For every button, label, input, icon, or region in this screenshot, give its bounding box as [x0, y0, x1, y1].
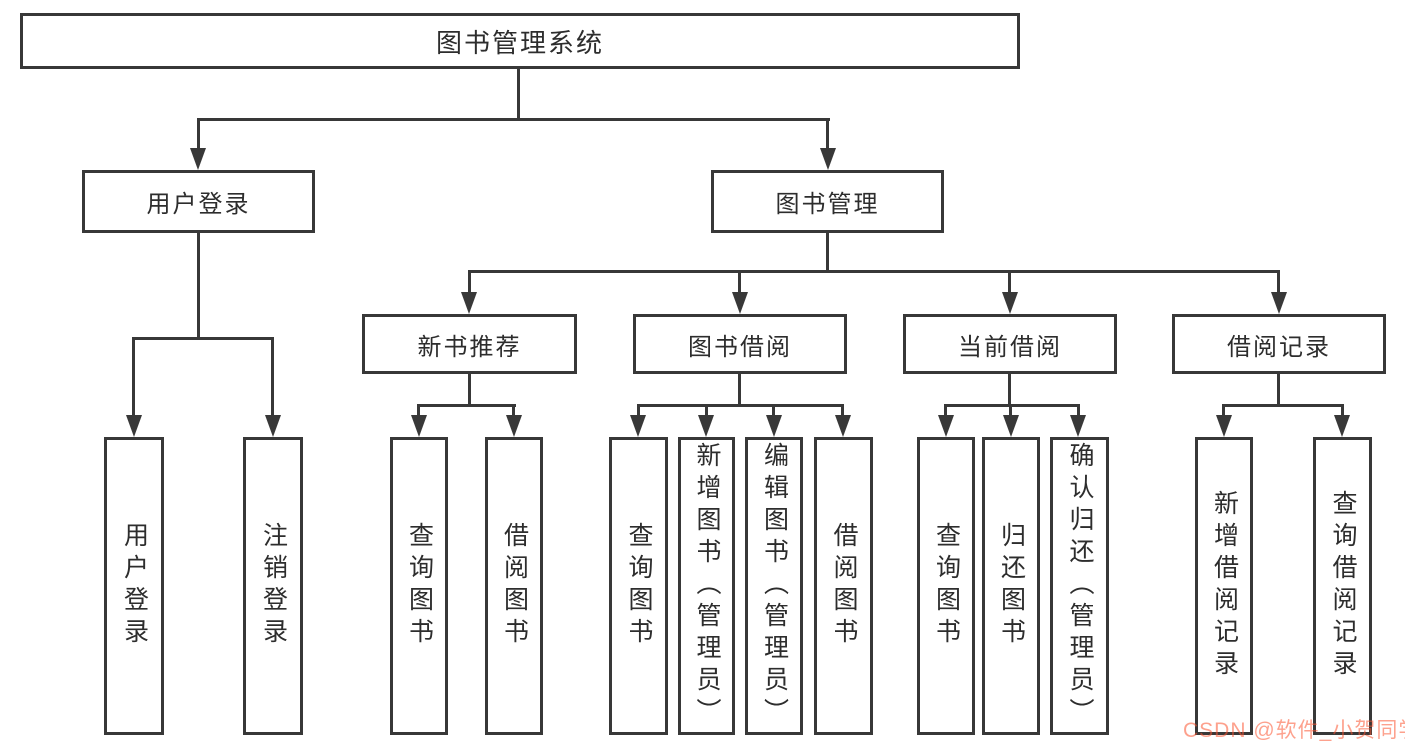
node-book-management: 图书管理	[711, 170, 944, 233]
connector-line	[1008, 374, 1011, 406]
leaf-user-login-label: 用户登录	[120, 522, 149, 650]
arrow-down-icon	[190, 148, 206, 170]
leaf-logout-label: 注销登录	[259, 522, 288, 650]
arrow-down-icon	[411, 415, 427, 437]
arrow-down-icon	[1216, 415, 1232, 437]
arrow-down-icon	[732, 292, 748, 314]
arrow-down-icon	[1002, 292, 1018, 314]
leaf-user-login: 用户登录	[104, 437, 164, 735]
arrow-down-icon	[820, 148, 836, 170]
leaf-logout: 注销登录	[243, 437, 303, 735]
leaf-confirm-return-admin-label: 确认归还（管理员）	[1066, 442, 1094, 730]
node-book-management-label: 图书管理	[775, 191, 880, 218]
connector-line	[132, 337, 135, 419]
node-current-borrowing-label: 当前借阅	[958, 333, 1062, 361]
node-user-login-branch: 用户登录	[82, 170, 315, 233]
leaf-edit-book-admin: 编辑图书（管理员）	[745, 437, 803, 735]
leaf-query-borrow-record-label: 查询借阅记录	[1329, 490, 1357, 682]
leaf-add-book-admin-label: 新增图书（管理员）	[693, 442, 721, 730]
leaf-query-books-borrowing-label: 查询图书	[625, 522, 653, 650]
leaf-borrow-books-borrowing-label: 借阅图书	[830, 522, 858, 650]
arrow-down-icon	[766, 415, 782, 437]
leaf-return-books: 归还图书	[982, 437, 1040, 735]
connector-line	[271, 337, 274, 419]
arrow-down-icon	[835, 415, 851, 437]
leaf-return-books-label: 归还图书	[997, 522, 1026, 650]
leaf-add-borrow-record-label: 新增借阅记录	[1210, 490, 1239, 682]
leaf-borrow-books-recommend-label: 借阅图书	[500, 522, 529, 650]
leaf-query-books-recommend-label: 查询图书	[405, 522, 434, 650]
connector-line	[468, 374, 471, 406]
connector-line	[197, 118, 830, 121]
node-current-borrowing: 当前借阅	[903, 314, 1117, 374]
connector-line	[841, 404, 844, 420]
node-new-book-recommend: 新书推荐	[362, 314, 577, 374]
leaf-query-books-current-label: 查询图书	[932, 522, 961, 650]
node-new-book-recommend-label: 新书推荐	[417, 333, 522, 361]
node-book-borrowing-label: 图书借阅	[688, 333, 792, 361]
connector-line	[1222, 404, 1344, 407]
arrow-down-icon	[126, 415, 142, 437]
arrow-down-icon	[630, 415, 646, 437]
arrow-down-icon	[698, 415, 714, 437]
connector-line	[944, 404, 947, 420]
connector-line	[772, 404, 775, 420]
connector-line	[1277, 270, 1280, 296]
connector-line	[1222, 404, 1225, 420]
arrow-down-icon	[1003, 415, 1019, 437]
connector-line	[197, 118, 200, 152]
leaf-edit-book-admin-label: 编辑图书（管理员）	[760, 442, 789, 730]
leaf-query-books-borrowing: 查询图书	[609, 437, 668, 735]
connector-line	[637, 404, 640, 420]
leaf-add-borrow-record: 新增借阅记录	[1195, 437, 1253, 735]
connector-line	[517, 68, 520, 120]
arrow-down-icon	[1271, 292, 1287, 314]
leaf-confirm-return-admin: 确认归还（管理员）	[1050, 437, 1109, 735]
connector-line	[944, 404, 1080, 407]
node-borrowing-records-label: 借阅记录	[1227, 333, 1331, 361]
connector-line	[417, 404, 420, 420]
leaf-query-books-recommend: 查询图书	[390, 437, 448, 735]
arrow-down-icon	[461, 292, 477, 314]
connector-line	[132, 337, 274, 340]
connector-line	[1077, 404, 1080, 420]
arrow-down-icon	[506, 415, 522, 437]
connector-line	[1008, 270, 1011, 296]
connector-line	[1009, 404, 1012, 420]
arrow-down-icon	[1070, 415, 1086, 437]
node-library-system-label: 图书管理系统	[435, 27, 604, 58]
leaf-add-book-admin: 新增图书（管理员）	[678, 437, 735, 735]
connector-line	[417, 404, 516, 407]
leaf-query-books-current: 查询图书	[917, 437, 975, 735]
node-borrowing-records: 借阅记录	[1172, 314, 1386, 374]
connector-line	[1277, 374, 1280, 406]
connector-line	[826, 118, 829, 152]
connector-line	[468, 270, 471, 296]
node-user-login-branch-label: 用户登录	[146, 191, 251, 218]
leaf-borrow-books-borrowing: 借阅图书	[814, 437, 873, 735]
connector-line	[637, 404, 844, 407]
connector-line	[826, 233, 829, 272]
connector-line	[468, 270, 1280, 273]
connector-line	[738, 270, 741, 296]
connector-line	[1341, 404, 1344, 420]
connector-line	[738, 374, 741, 406]
watermark: CSDN @软件_小贺同学	[1183, 719, 1405, 742]
arrow-down-icon	[938, 415, 954, 437]
connector-line	[197, 233, 200, 339]
node-library-system: 图书管理系统	[20, 13, 1020, 69]
arrow-down-icon	[265, 415, 281, 437]
connector-line	[705, 404, 708, 420]
leaf-borrow-books-recommend: 借阅图书	[485, 437, 543, 735]
leaf-query-borrow-record: 查询借阅记录	[1313, 437, 1372, 735]
arrow-down-icon	[1334, 415, 1350, 437]
connector-line	[512, 404, 515, 420]
node-book-borrowing: 图书借阅	[633, 314, 847, 374]
